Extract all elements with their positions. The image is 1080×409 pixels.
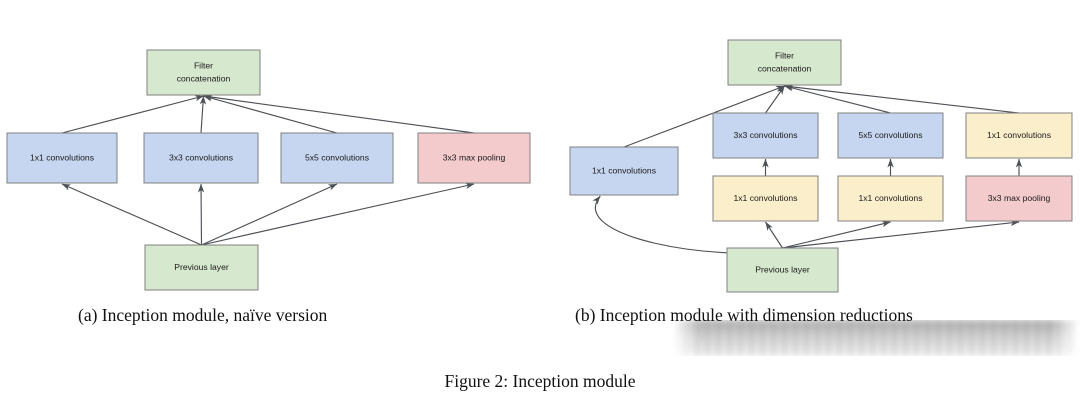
node-a-maxpool-3x3: 3x3 max pooling (417, 132, 531, 184)
node-box-a-maxpool-3x3 (417, 132, 531, 184)
panel-a-edges (61, 93, 475, 246)
node-label-a-filter-concat-line1: Filter (194, 60, 213, 70)
node-label-b-filter-concat-line1: Filter (775, 50, 794, 60)
node-label-a-conv-1x1: 1x1 convolutions (30, 152, 94, 162)
node-box-b-conv-5x5 (837, 112, 944, 159)
edge-b-previous-layer-to-b-reduce-5x5 (782, 220, 891, 249)
node-box-a-conv-3x3 (143, 132, 259, 184)
node-box-b-maxpool-3x3 (965, 175, 1073, 222)
node-a-previous-layer: Previous layer (144, 244, 259, 291)
node-b-conv-3x3: 3x3 convolutions (712, 112, 819, 159)
node-label-b-reduce-3x3: 1x1 convolutions (733, 193, 797, 203)
node-box-b-previous-layer (726, 247, 839, 293)
node-box-b-filter-concat (727, 39, 842, 86)
node-box-b-reduce-5x5 (837, 175, 944, 222)
node-box-a-conv-1x1 (6, 132, 118, 184)
node-b-filter-concat: Filter concatenation (727, 39, 842, 86)
edge-a-previous-layer-to-a-conv-1x1 (61, 183, 202, 246)
node-box-b-reduce-3x3 (712, 175, 819, 222)
edge-a-previous-layer-to-a-conv-5x5 (201, 183, 338, 246)
node-box-b-conv-1x1-pool (965, 112, 1073, 159)
node-label-a-filter-concat-line2: concatenation (177, 73, 231, 83)
edge-a-conv-5x5-to-a-filter-concat (203, 95, 338, 134)
node-label-b-maxpool-3x3: 3x3 max pooling (988, 193, 1051, 203)
edge-b-conv-1x1-left-to-b-filter-concat (623, 85, 785, 148)
node-label-b-conv-3x3: 3x3 convolutions (733, 130, 797, 140)
node-label-a-maxpool-3x3: 3x3 max pooling (443, 152, 506, 162)
panel-a-nodes: Filter concatenation 1x1 convolutions 3x3 c… (6, 49, 531, 291)
panel-a: Filter concatenation 1x1 convolutions 3x3 c… (6, 49, 531, 291)
edge-a-conv-1x1-to-a-filter-concat (61, 95, 204, 134)
node-a-conv-1x1: 1x1 convolutions (6, 132, 118, 184)
node-a-conv-3x3: 3x3 convolutions (143, 132, 259, 184)
node-box-b-conv-1x1-left (569, 146, 679, 196)
node-box-a-conv-5x5 (280, 132, 394, 184)
node-label-b-conv-1x1-pool: 1x1 convolutions (987, 130, 1051, 140)
edge-b-previous-layer-to-b-reduce-3x3 (765, 221, 783, 249)
edge-a-previous-layer-to-a-conv-3x3 (197, 183, 205, 246)
node-box-a-filter-concat (146, 49, 261, 96)
subcaption-panel-b: (b) Inception module with dimension redu… (575, 305, 913, 325)
panel-b: Filter concatenation 3x3 convolutions 5x5 c… (569, 39, 1073, 293)
node-b-conv-1x1-pool: 1x1 convolutions (965, 112, 1073, 159)
node-b-maxpool-3x3: 3x3 max pooling (965, 175, 1073, 222)
node-a-filter-concat: Filter concatenation (146, 49, 261, 96)
node-b-conv-5x5: 5x5 convolutions (837, 112, 944, 159)
node-label-b-reduce-5x5: 1x1 convolutions (858, 193, 922, 203)
node-b-conv-1x1-left: 1x1 convolutions (569, 146, 679, 196)
edge-b-conv-3x3-to-b-filter-concat (765, 85, 785, 114)
node-b-previous-layer: Previous layer (726, 247, 839, 293)
node-label-a-conv-5x5: 5x5 convolutions (305, 152, 369, 162)
panel-b-nodes: Filter concatenation 3x3 convolutions 5x5 c… (569, 39, 1073, 293)
edge-a-conv-3x3-to-a-filter-concat (199, 95, 207, 134)
node-label-b-conv-5x5: 5x5 convolutions (858, 130, 922, 140)
node-label-a-previous-layer: Previous layer (174, 262, 229, 272)
subcaption-panel-a: (a) Inception module, naïve version (78, 305, 328, 325)
node-label-b-filter-concat-line2: concatenation (758, 63, 812, 73)
edge-b-previous-layer-to-b-maxpool-3x3 (782, 219, 1020, 249)
figure-caption: Figure 2: Inception module (444, 371, 636, 391)
node-box-b-conv-3x3 (712, 112, 819, 159)
edge-a-maxpool-3x3-to-a-filter-concat (203, 93, 475, 134)
edge-a-previous-layer-to-a-maxpool-3x3 (201, 182, 475, 246)
node-a-conv-5x5: 5x5 convolutions (280, 132, 394, 184)
edge-b-conv-5x5-to-b-filter-concat (784, 84, 891, 114)
node-b-reduce-5x5: 1x1 convolutions (837, 175, 944, 222)
node-box-a-previous-layer (144, 244, 259, 291)
edge-b-conv-1x1-pool-to-b-filter-concat (784, 83, 1020, 114)
node-label-b-previous-layer: Previous layer (755, 264, 810, 274)
node-label-b-conv-1x1-left: 1x1 convolutions (592, 165, 656, 175)
node-b-reduce-3x3: 1x1 convolutions (712, 175, 819, 222)
node-label-a-conv-3x3: 3x3 convolutions (169, 152, 233, 162)
